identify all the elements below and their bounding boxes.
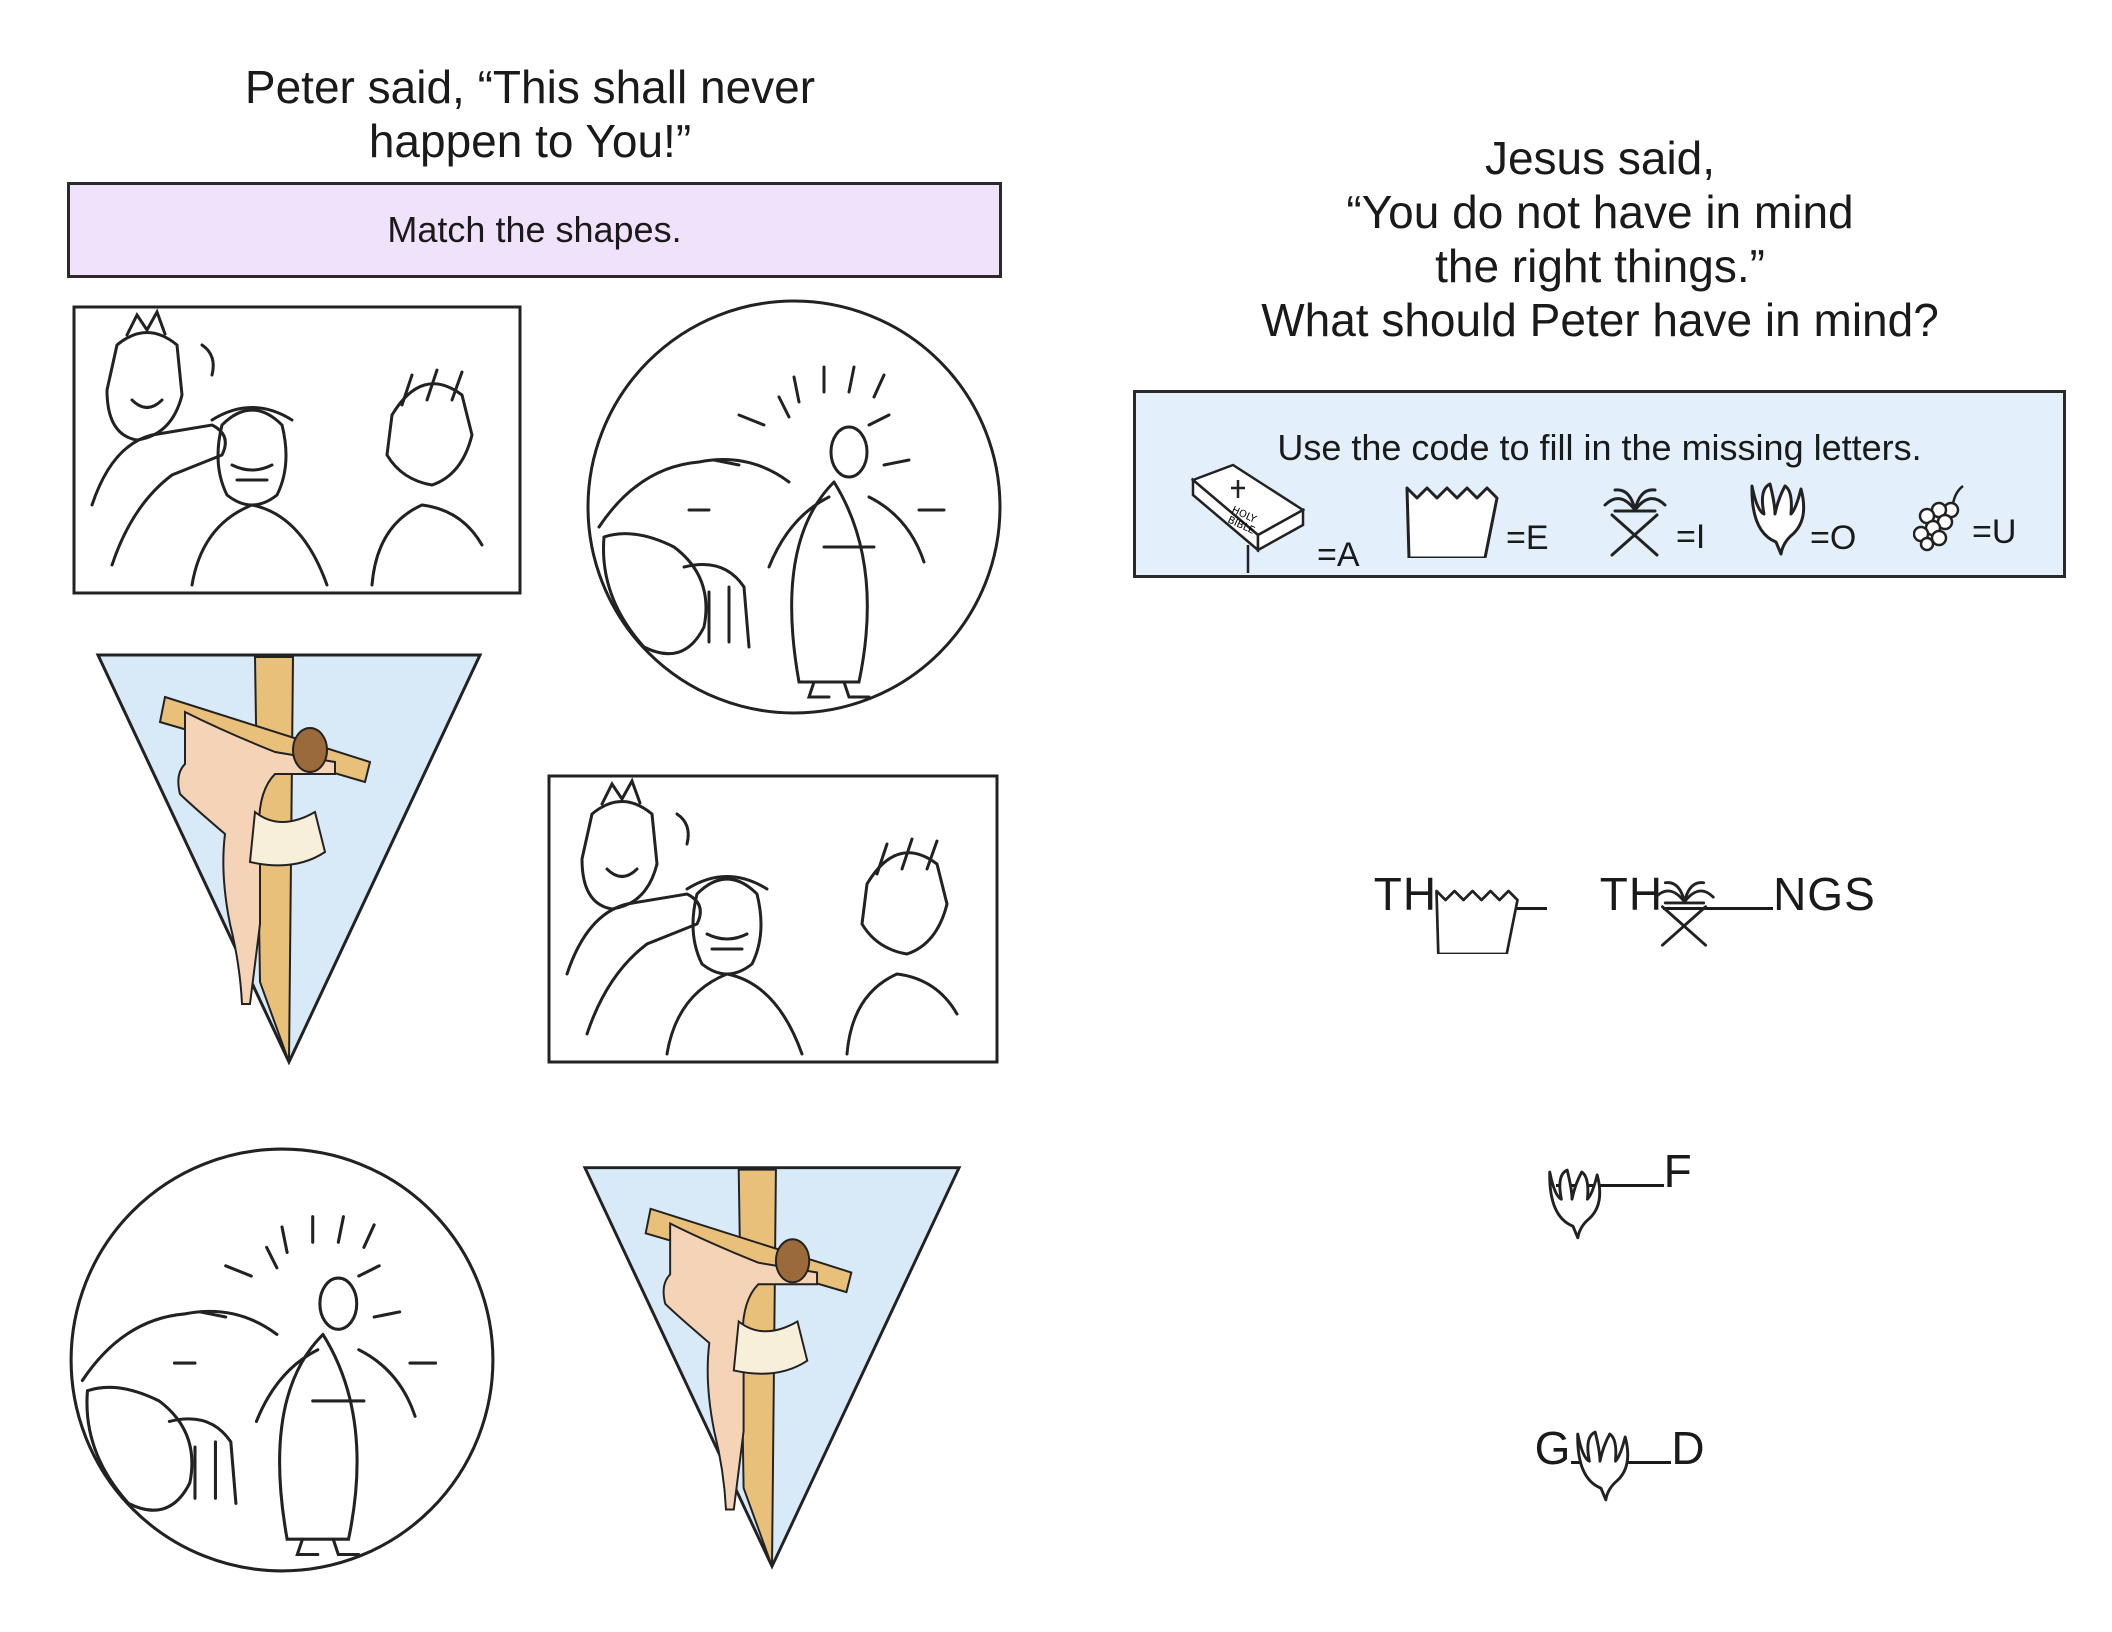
shape-triangle-cross-1 (95, 653, 483, 1066)
bible-icon: HOLY BIBLE (1190, 463, 1306, 573)
puzzle-things-blank[interactable] (1663, 869, 1774, 910)
crown-icon (1435, 889, 1519, 954)
code-eq-u: =U (1972, 513, 2017, 551)
puzzle-the-before: TH (1373, 868, 1438, 920)
palm-cross-icon (1603, 488, 1667, 557)
match-instruction: Match the shapes. (387, 209, 682, 250)
left-heading: Peter said, “This shall never happen to … (244, 61, 816, 167)
code-eq-a: =A (1317, 536, 1360, 574)
palm-cross-icon (1654, 881, 1715, 947)
code-eq-i: =I (1676, 518, 1706, 556)
code-eq-o: =O (1810, 519, 1857, 557)
code-item-a: HOLY BIBLE =A (1183, 460, 1360, 575)
dove-icon (1750, 482, 1806, 556)
shape-rectangle-soldiers-1 (72, 305, 522, 595)
shape-triangle-cross-2 (582, 1166, 962, 1570)
shape-circle-risen-1 (586, 299, 1002, 715)
code-box: Use the code to fill in the missing lett… (1133, 390, 2066, 578)
crown-icon (1405, 486, 1499, 558)
dove-icon (1576, 1430, 1630, 1502)
puzzle-things-before: TH (1599, 868, 1664, 920)
code-box-title: Use the code to fill in the missing lett… (1277, 427, 1922, 468)
puzzle-things-after: NGS (1773, 868, 1876, 920)
puzzle-of-blank[interactable] (1555, 1146, 1664, 1187)
puzzle-of-after: F (1663, 1145, 1693, 1197)
code-item-i: =I (1597, 485, 1705, 557)
shape-rectangle-soldiers-2 (547, 774, 999, 1064)
puzzle-word-of: F (1528, 1090, 1693, 1198)
right-heading: Jesus said, “You do not have in mind the… (1261, 132, 1939, 346)
puzzle-god-before: G (1534, 1422, 1572, 1474)
code-item-o: =O (1744, 478, 1856, 558)
grapes-icon (1913, 485, 1964, 552)
code-eq-e: =E (1506, 519, 1549, 557)
puzzle-word-things: TH NGS (1573, 813, 1876, 921)
code-item-u: =U (1913, 482, 2016, 552)
puzzle-god-after: D (1671, 1422, 1706, 1474)
dove-icon (1548, 1168, 1602, 1240)
code-item-e: =E (1402, 478, 1549, 558)
shape-circle-risen-2 (69, 1147, 495, 1573)
match-instruction-banner: Match the shapes. (67, 182, 1002, 278)
